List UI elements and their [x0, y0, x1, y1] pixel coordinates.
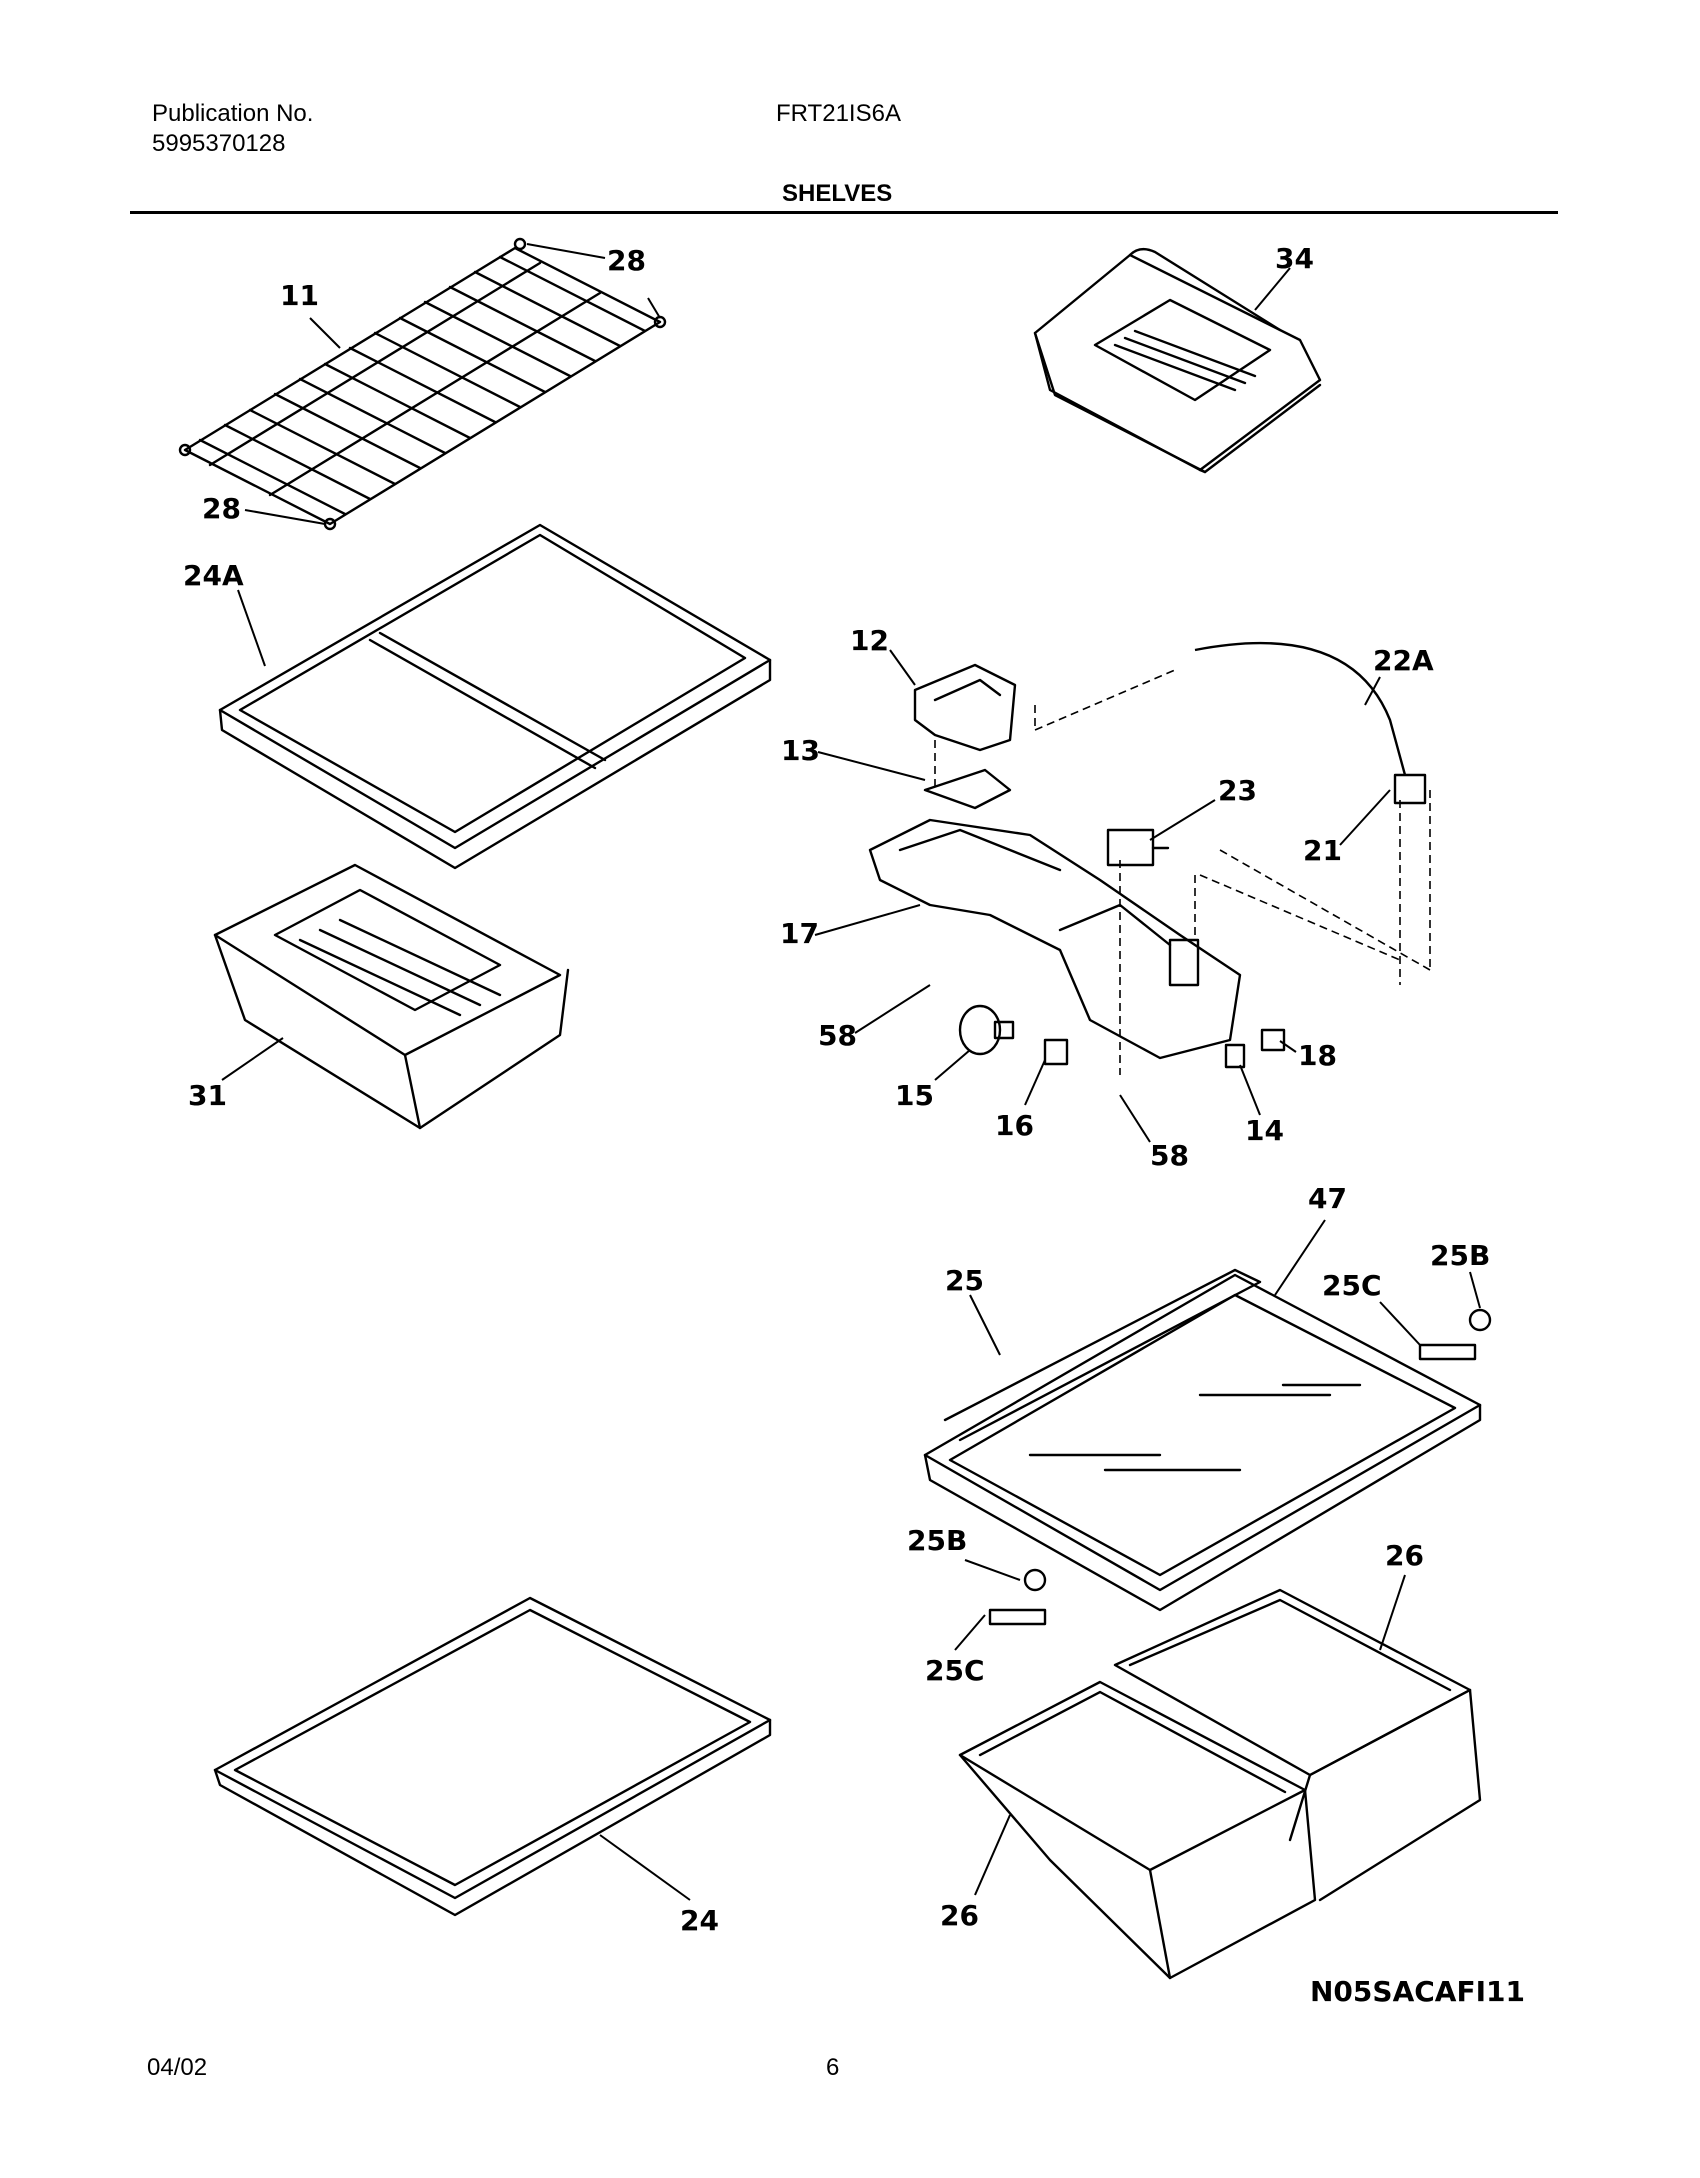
callout-14: 14 — [1245, 1114, 1284, 1147]
publication-label: Publication No. — [152, 100, 314, 127]
callout-13: 13 — [781, 734, 820, 767]
crisper-drawer-26-front — [958, 1680, 1317, 1980]
thermostat — [1106, 828, 1170, 867]
header-rule — [130, 211, 1558, 214]
control-housing — [868, 818, 1242, 1060]
knob — [1260, 1028, 1286, 1052]
callout-18: 18 — [1298, 1039, 1337, 1072]
shield-clip — [923, 768, 1012, 810]
shelf-clip-25b-bottom — [1023, 1568, 1047, 1592]
callout-25: 25 — [945, 1264, 984, 1297]
section-title: SHELVES — [782, 180, 893, 207]
callout-17: 17 — [780, 917, 819, 950]
model-number: FRT21IS6A — [776, 100, 901, 127]
light-switch — [1224, 1043, 1246, 1069]
crisper-drawer-26-rear — [1113, 1588, 1482, 1902]
wire-shelf — [178, 237, 667, 531]
callout-58-left: 58 — [818, 1019, 857, 1052]
callout-25b-top: 25B — [1430, 1239, 1490, 1272]
callout-24: 24 — [680, 1904, 719, 1937]
shelf-bracket-25c-top — [1418, 1343, 1477, 1361]
shelf-glass-47 — [1028, 1383, 1362, 1472]
callout-11: 11 — [280, 279, 319, 312]
glass-shelf-24a — [218, 523, 772, 870]
footer-date: 04/02 — [147, 2054, 208, 2081]
callout-25c-top: 25C — [1322, 1269, 1382, 1302]
callout-28-left: 28 — [202, 492, 241, 525]
callout-24a: 24A — [183, 559, 244, 592]
deli-drawer — [1033, 247, 1322, 474]
callout-21: 21 — [1303, 834, 1342, 867]
callout-58-right: 58 — [1150, 1139, 1189, 1172]
callout-28-top: 28 — [607, 244, 646, 277]
callout-16: 16 — [995, 1109, 1034, 1142]
callout-25c-bottom: 25C — [925, 1654, 985, 1687]
callout-31: 31 — [188, 1079, 227, 1112]
callout-34: 34 — [1275, 242, 1314, 275]
callout-15: 15 — [895, 1079, 934, 1112]
callout-22a: 22A — [1373, 644, 1434, 677]
diagram-code: N05SACAFI11 — [1310, 1975, 1525, 2008]
shelf-frame-25 — [923, 1268, 1482, 1612]
sensor-wire — [1194, 641, 1407, 776]
callout-25b-bottom: 25B — [907, 1524, 967, 1557]
light-shield — [913, 663, 1017, 752]
crisper-drawer-31 — [213, 863, 570, 1130]
page-number: 6 — [826, 2054, 840, 2081]
publication-number: 5995370128 — [152, 130, 286, 157]
light-socket — [1043, 1038, 1069, 1066]
light-bulb — [958, 1004, 1015, 1056]
leader-lines — [221, 243, 1481, 1901]
callout-23: 23 — [1218, 774, 1257, 807]
switch-21 — [1393, 773, 1427, 805]
callout-26-top: 26 — [1385, 1539, 1424, 1572]
shelf-clip-25b-top — [1468, 1308, 1492, 1332]
callout-26-bottom: 26 — [940, 1899, 979, 1932]
glass-shelf-24 — [213, 1596, 772, 1917]
shelf-bracket-25c-bottom — [988, 1608, 1047, 1626]
callout-12: 12 — [850, 624, 889, 657]
callout-47: 47 — [1308, 1182, 1347, 1215]
